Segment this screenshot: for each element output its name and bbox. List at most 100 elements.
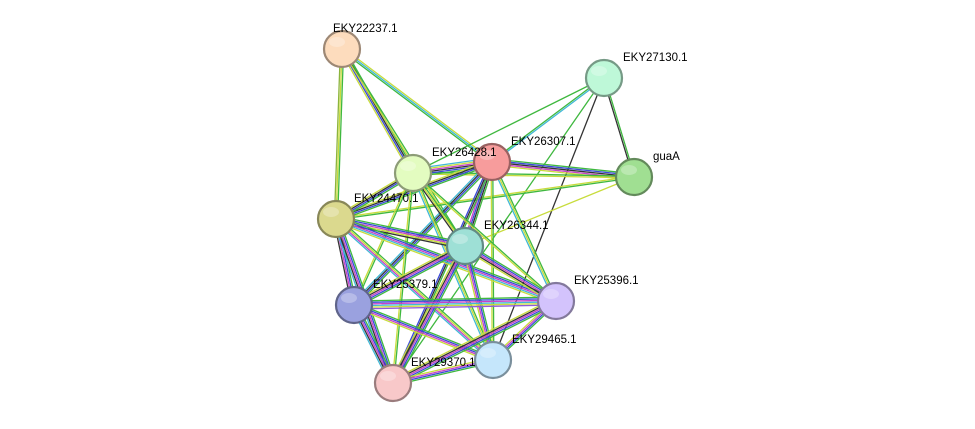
edge-line-green: [336, 216, 496, 359]
edge-line-green: [412, 171, 558, 302]
edge-line-blue: [393, 246, 468, 385]
edge-eky27130-1-eky26307-1: [490, 76, 606, 164]
edge-eky22237-1-eky24470-1: [333, 48, 345, 220]
edge-line-blue: [390, 160, 492, 384]
edge-line-green: [412, 77, 605, 174]
node-circle[interactable]: [445, 226, 485, 266]
node-label-eky25379-1: EKY25379.1: [373, 279, 438, 291]
edge-line-blue: [335, 216, 466, 246]
node-eky26428-1[interactable]: [393, 153, 433, 193]
edge-eky24470-1-eky29465-1: [333, 216, 496, 363]
edge-eky26344-1-eky25379-1: [351, 242, 468, 309]
edge-eky26344-1-eky29370-1: [389, 243, 469, 386]
node-highlight: [479, 150, 495, 160]
edge-line-black: [390, 244, 465, 383]
edge-line-yellow: [351, 242, 465, 303]
node-eky26307-1[interactable]: [472, 142, 512, 182]
edge-line-green: [336, 48, 345, 220]
edge-line-black: [392, 161, 493, 384]
node-eky29370-1[interactable]: [373, 363, 413, 403]
edge-eky22237-1-eky26428-1: [339, 47, 416, 175]
node-circle[interactable]: [322, 29, 362, 69]
edge-line-purple: [353, 304, 557, 310]
edge-line-green: [336, 215, 467, 244]
edge-line-green: [354, 248, 468, 309]
edge-eky26344-1-guaa: [464, 176, 635, 247]
edge-line-cyan: [489, 162, 556, 303]
edge-line-green: [340, 49, 492, 164]
edge-line-green: [393, 303, 559, 387]
node-eky25379-1[interactable]: [334, 285, 374, 325]
node-highlight: [323, 207, 339, 217]
edge-line-yellow: [389, 243, 463, 383]
node-circle[interactable]: [373, 363, 413, 403]
node-guaa[interactable]: [614, 157, 654, 197]
node-eky27130-1[interactable]: [584, 58, 624, 98]
node-circle[interactable]: [334, 285, 374, 325]
node-label-eky24470-1: EKY24470.1: [354, 193, 419, 205]
edge-line-green: [490, 76, 605, 163]
node-highlight: [400, 161, 416, 171]
edge-line-blue: [354, 246, 467, 308]
node-highlight: [480, 348, 496, 358]
edge-eky27130-1-eky29465-1: [492, 77, 605, 361]
node-eky24470-1[interactable]: [316, 199, 356, 239]
node-label-eky26428-1: EKY26428.1: [432, 147, 497, 159]
edge-line-green: [355, 163, 495, 308]
node-eky22237-1[interactable]: [322, 29, 362, 69]
node-circle[interactable]: [614, 157, 654, 197]
edge-line-magenta: [353, 299, 557, 305]
edge-line-olive: [333, 48, 342, 220]
node-highlight: [543, 289, 559, 299]
edge-line-yellow: [335, 175, 635, 219]
node-eky29465-1[interactable]: [473, 340, 513, 380]
node-label-eky26344-1: EKY26344.1: [484, 220, 549, 232]
edge-eky25396-1-eky29370-1: [390, 297, 559, 387]
edge-line-black: [491, 161, 635, 178]
edge-eky25379-1-eky25396-1: [353, 296, 557, 310]
nodes-layer: [316, 29, 654, 403]
node-eky26344-1[interactable]: [445, 226, 485, 266]
edge-line-blue: [335, 216, 558, 301]
edge-line-blue: [491, 159, 635, 177]
edge-line-yellow: [411, 172, 557, 303]
edge-line-green: [395, 246, 469, 386]
edge-line-magenta: [334, 218, 494, 362]
edge-line-black: [391, 298, 556, 383]
node-highlight: [329, 37, 345, 47]
edge-line-yellow: [342, 47, 494, 162]
edge-line-black: [342, 47, 415, 174]
edge-line-cyan: [351, 159, 491, 304]
labels-layer: EKY22237.1EKY27130.1EKY26307.1EKY26428.1…: [333, 23, 688, 369]
edge-eky24470-1-guaa: [335, 175, 635, 221]
node-circle[interactable]: [473, 340, 513, 380]
edge-line-cyan: [341, 48, 493, 163]
node-circle[interactable]: [536, 281, 576, 321]
edge-line-green: [491, 158, 635, 175]
edge-eky25379-1-eky29465-1: [352, 302, 495, 363]
edge-eky27130-1-eky26428-1: [412, 77, 605, 174]
edge-line-blue: [353, 303, 494, 360]
edge-line-black: [352, 243, 465, 305]
edge-line-cyan: [333, 220, 493, 363]
edge-line-green: [354, 302, 495, 359]
edge-line-yellow: [352, 306, 493, 363]
node-circle[interactable]: [393, 153, 433, 193]
node-circle[interactable]: [316, 199, 356, 239]
node-label-eky27130-1: EKY27130.1: [623, 52, 688, 64]
edge-line-yellow: [491, 161, 557, 302]
node-highlight: [380, 371, 396, 381]
node-label-eky25396-1: EKY25396.1: [574, 275, 639, 287]
edge-line-green: [342, 47, 467, 247]
edge-eky26307-1-eky25379-1: [351, 159, 495, 308]
node-highlight: [452, 234, 468, 244]
edge-line-blue: [340, 48, 413, 175]
node-label-eky29465-1: EKY29465.1: [512, 334, 577, 346]
node-circle[interactable]: [584, 58, 624, 98]
edge-line-cyan: [334, 219, 557, 304]
edge-line-green: [336, 163, 494, 222]
node-circle[interactable]: [472, 142, 512, 182]
node-eky25396-1[interactable]: [536, 281, 576, 321]
edge-line-cyan: [353, 301, 557, 307]
